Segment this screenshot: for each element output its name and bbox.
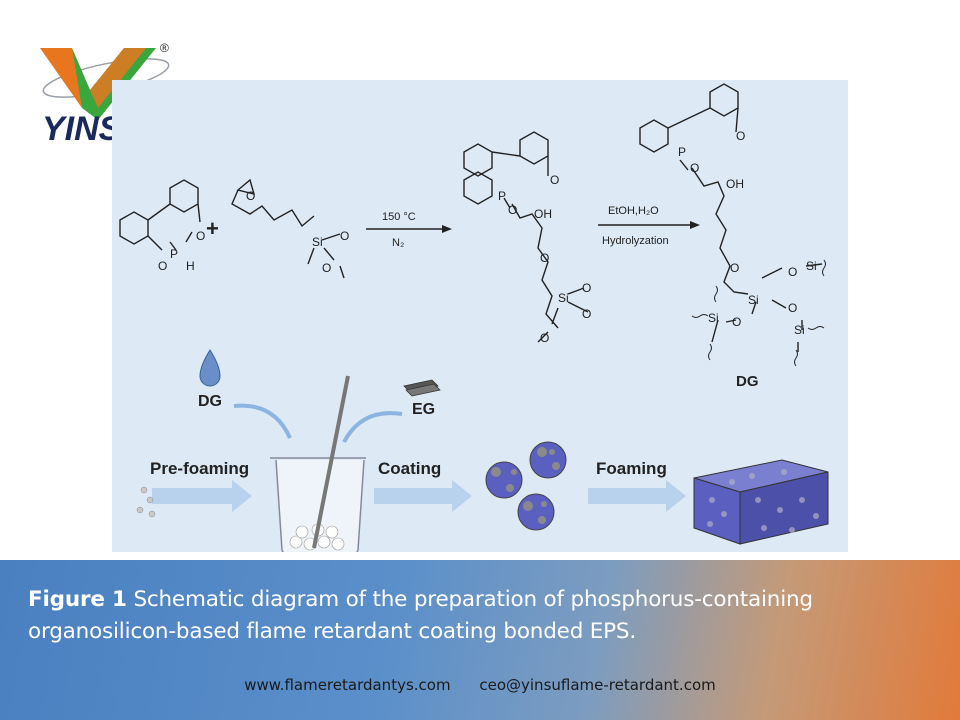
dg-product-structure — [639, 83, 823, 352]
svg-text:O: O — [196, 229, 205, 243]
arrow2-reagents: EtOH,H₂O — [608, 205, 659, 217]
graphite-icon — [403, 379, 441, 397]
eg-label: EG — [412, 401, 435, 418]
dg-product-label: DG — [736, 373, 759, 390]
svg-text:O: O — [788, 265, 797, 279]
svg-text:O: O — [508, 203, 517, 217]
intermediate-structure — [463, 131, 589, 343]
svg-text:O: O — [582, 307, 591, 321]
svg-text:P: P — [498, 189, 506, 203]
step-coating-label: Coating — [378, 459, 441, 478]
caption-band — [0, 560, 960, 720]
svg-text:O: O — [158, 259, 167, 273]
arrow-foaming — [588, 480, 686, 512]
svg-text:Si: Si — [794, 323, 805, 337]
email-link[interactable]: ceo@yinsuflame-retardant.com — [479, 676, 716, 694]
plus-sign: + — [206, 216, 219, 241]
svg-text:O: O — [540, 251, 549, 265]
svg-text:Si: Si — [806, 259, 817, 273]
svg-text:O: O — [540, 331, 549, 345]
website-link[interactable]: www.flameretardantys.com — [244, 676, 451, 694]
svg-text:O: O — [730, 261, 739, 275]
arrow-prefoaming — [152, 480, 252, 512]
svg-text:O: O — [246, 189, 255, 203]
registered-mark: ® — [160, 41, 169, 55]
svg-text:O: O — [322, 261, 331, 275]
svg-text:O: O — [340, 229, 349, 243]
svg-text:O: O — [732, 315, 741, 329]
arrow1-atmosphere: N₂ — [392, 237, 404, 249]
svg-text:P: P — [170, 247, 178, 261]
beaker-icon — [270, 375, 366, 552]
svg-text:Si: Si — [558, 291, 569, 305]
yins-logo: ® YINS — [28, 38, 188, 150]
svg-text:O: O — [582, 281, 591, 295]
brand-name: YINS — [42, 110, 122, 148]
svg-text:O: O — [550, 173, 559, 187]
svg-text:P: P — [678, 145, 686, 159]
arrow2-process: Hydrolyzation — [602, 235, 669, 247]
dg-droplet-label: DG — [198, 393, 222, 410]
arrow-coating — [374, 480, 472, 512]
figure-label: Figure 1 — [28, 587, 127, 612]
svg-text:O: O — [690, 161, 699, 175]
dg-feed-arrow — [233, 403, 292, 439]
figure-caption: Figure 1 Schematic diagram of the prepar… — [28, 584, 938, 648]
svg-text:O: O — [788, 301, 797, 315]
coated-beads — [485, 441, 567, 531]
stirring-rod — [312, 375, 350, 549]
step-foaming-label: Foaming — [596, 459, 667, 478]
step-prefoaming-label: Pre-foaming — [150, 459, 249, 478]
epoxy-silane-structure — [231, 178, 345, 279]
svg-text:Si: Si — [708, 311, 719, 325]
footer: www.flameretardantys.com ceo@yinsuflame-… — [0, 676, 960, 694]
arrow1-condition: 150 °C — [382, 211, 416, 223]
eps-foam-block — [693, 459, 829, 545]
raw-beads — [136, 486, 156, 518]
svg-text:OH: OH — [534, 207, 552, 221]
svg-text:Si: Si — [748, 293, 759, 307]
svg-text:O: O — [736, 129, 745, 143]
caption-text: Schematic diagram of the preparation of … — [28, 587, 813, 644]
svg-text:H: H — [186, 259, 195, 273]
droplet-icon — [199, 349, 221, 387]
eg-feed-arrow — [342, 411, 403, 443]
svg-text:OH: OH — [726, 177, 744, 191]
dopo-structure — [119, 179, 201, 251]
svg-text:Si: Si — [312, 235, 323, 249]
